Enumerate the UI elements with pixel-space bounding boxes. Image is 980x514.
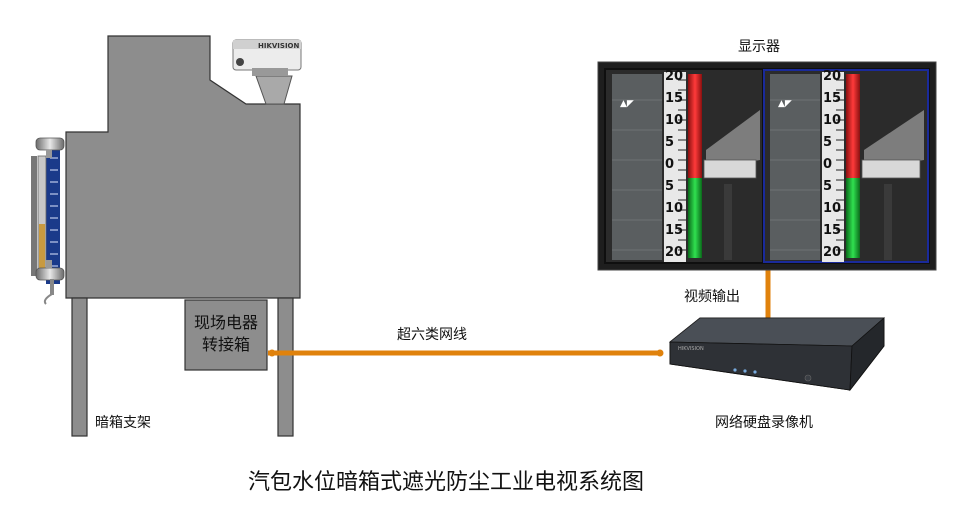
scale-number: 5 <box>823 179 832 194</box>
cable-label: 超六类网线 <box>397 327 467 343</box>
scale-number: 5 <box>665 179 674 194</box>
scale-number: 10 <box>665 201 683 216</box>
scale-number: 0 <box>823 157 832 172</box>
level-gauge-icon <box>31 137 65 305</box>
svg-text:▲◤: ▲◤ <box>778 99 792 109</box>
scale-number: 20 <box>665 245 683 260</box>
scale-number: 20 <box>823 69 841 84</box>
cable-end-left <box>268 349 276 357</box>
nvr-label: 网络硬盘录像机 <box>715 415 813 431</box>
bracket-leg-right <box>277 297 294 437</box>
junction-box-label-line2: 转接箱 <box>201 335 250 354</box>
monitor-screen-left: 20 15 10 5 0 5 10 15 20 ▲◤ <box>606 69 762 262</box>
scale-number: 15 <box>665 223 683 238</box>
scale-number: 20 <box>823 245 841 260</box>
svg-text:▲◤: ▲◤ <box>620 99 634 109</box>
monitor-screen-right: 20 15 10 5 0 5 10 15 20 ▲◤ <box>763 69 929 263</box>
scale-number: 15 <box>823 91 841 106</box>
diagram-title: 汽包水位暗箱式遮光防尘工业电视系统图 <box>248 470 645 495</box>
scale-number: 10 <box>823 201 841 216</box>
scale-number: 5 <box>665 135 674 150</box>
scale-number: 15 <box>665 91 683 106</box>
display-label: 显示器 <box>738 39 780 55</box>
scale-number: 5 <box>823 135 832 150</box>
scale-number: 15 <box>823 223 841 238</box>
camera-brand-label: HIKVISION <box>258 42 300 50</box>
scale-numbers-right: 20 15 10 5 0 5 10 15 20 <box>823 69 841 260</box>
junction-box <box>184 299 268 371</box>
scale-number: 10 <box>823 113 841 128</box>
monitor: 20 15 10 5 0 5 10 15 20 ▲◤ <box>597 61 937 271</box>
camera-icon <box>232 39 302 105</box>
scale-number: 20 <box>665 69 683 84</box>
bracket-leg-left <box>71 297 88 437</box>
svg-text:HIKVISION: HIKVISION <box>678 346 704 352</box>
cable-end-right <box>656 349 664 357</box>
dark-cabinet <box>65 35 301 437</box>
video-output-label: 视频输出 <box>684 289 740 305</box>
scale-numbers-left: 20 15 10 5 0 5 10 15 20 <box>665 69 683 260</box>
junction-box-label: 现场电器 转接箱 <box>185 312 267 356</box>
bracket-label: 暗箱支架 <box>95 415 151 431</box>
scale-number: 10 <box>665 113 683 128</box>
junction-box-label-line1: 现场电器 <box>193 313 258 332</box>
nvr-device-icon: HIKVISION <box>668 317 886 392</box>
scale-number: 0 <box>665 157 674 172</box>
